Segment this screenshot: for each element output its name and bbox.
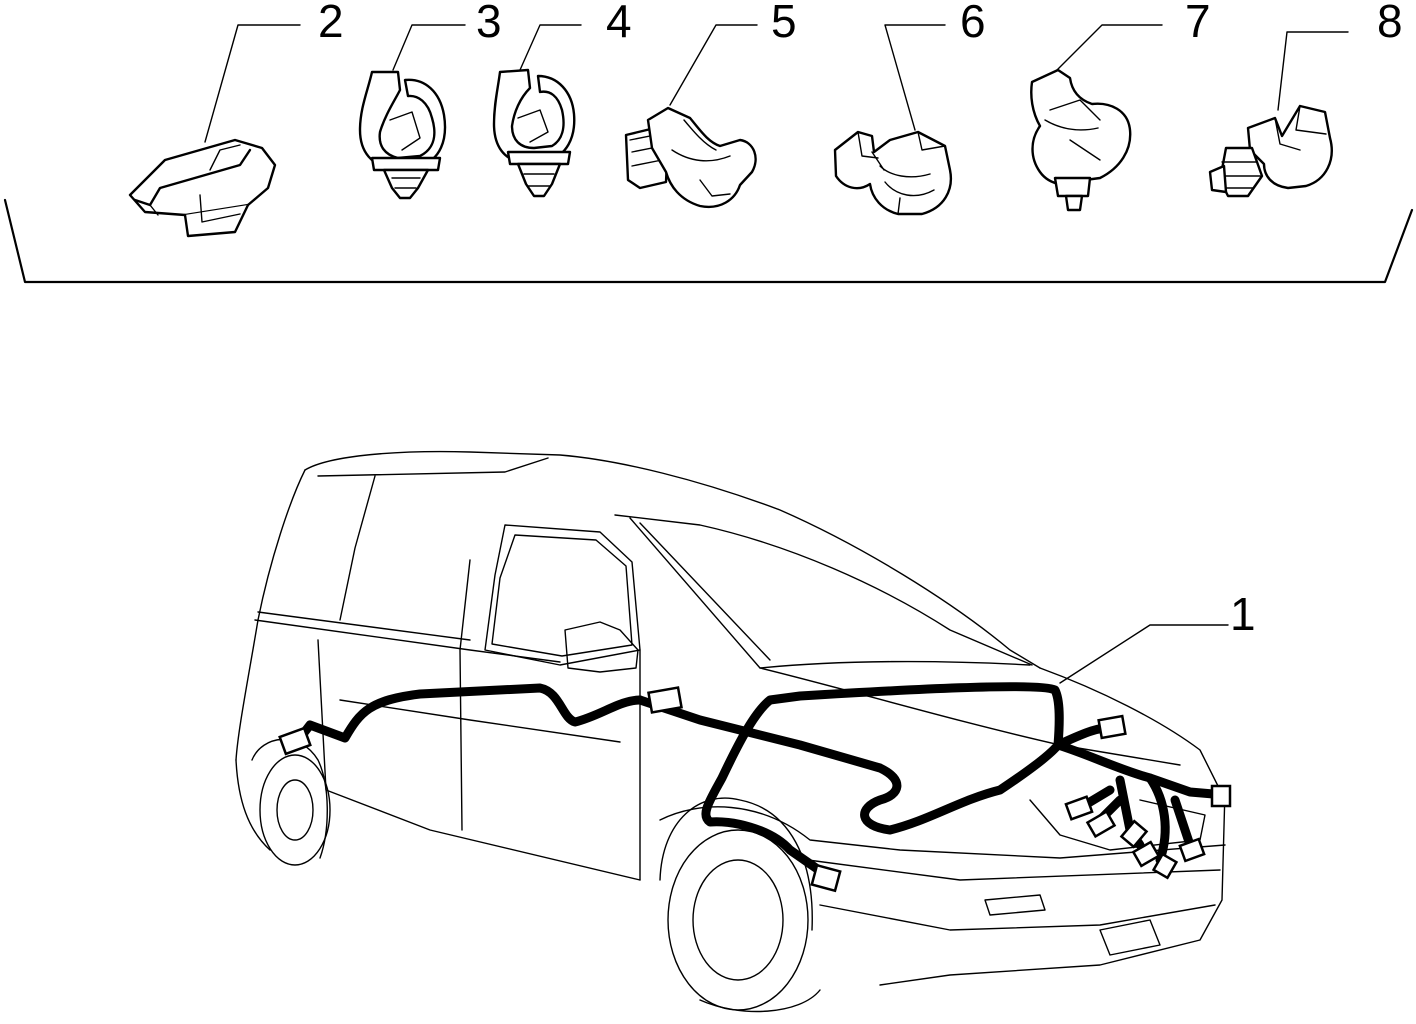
callout-4: 4: [606, 0, 632, 47]
part-7-cable-clip: [1030, 68, 1132, 212]
callout-7: 7: [1185, 0, 1211, 47]
leader-8: [1277, 31, 1349, 111]
part-6-twin-clip: [833, 130, 953, 216]
leader-1: [1059, 624, 1229, 684]
vehicle-outline: [235, 450, 1226, 1013]
connector-engine-4: [1119, 819, 1149, 849]
leader-6: [884, 24, 946, 131]
connector-door: [647, 686, 683, 714]
connector-rear: [278, 726, 312, 756]
connector-engine-1: [1097, 714, 1127, 740]
part-8-screw-clip: [1208, 104, 1333, 198]
callout-8: 8: [1377, 0, 1403, 47]
callout-1: 1: [1230, 588, 1256, 640]
part-2-flat-clip: [128, 138, 277, 238]
connector-engine-7: [1178, 837, 1206, 863]
connector-engine-5: [1131, 840, 1161, 868]
connector-fender: [810, 863, 842, 893]
callout-5: 5: [771, 0, 797, 47]
connector-engine-3: [1085, 809, 1117, 839]
callout-2: 2: [318, 0, 344, 47]
parts-group-bracket: [3, 198, 1414, 284]
callout-3: 3: [476, 0, 502, 47]
callout-6: 6: [960, 0, 986, 47]
part-5-cable-clip: [624, 106, 757, 209]
harness-connectors: [278, 686, 1232, 893]
leader-4: [519, 24, 582, 71]
leader-7: [1054, 24, 1163, 73]
leader-5: [669, 24, 758, 106]
connector-front: [1210, 784, 1232, 808]
leader-lines: [204, 24, 1349, 684]
part-3-cable-clip: [358, 70, 447, 200]
wiring-harness: [295, 682, 1230, 880]
connector-engine-2: [1064, 795, 1094, 821]
leader-2: [204, 24, 301, 143]
connector-engine-6: [1151, 852, 1179, 880]
part-4-cable-clip: [492, 68, 576, 198]
leader-3: [392, 24, 466, 71]
